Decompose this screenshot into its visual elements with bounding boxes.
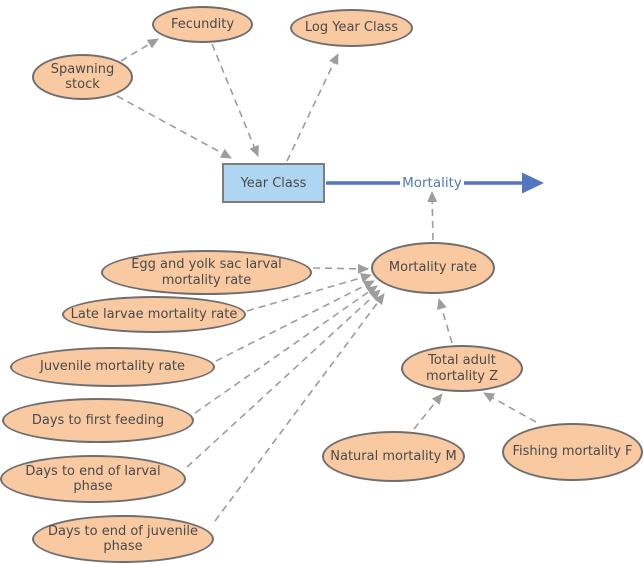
node-label: Days to end of juvenile phase — [47, 523, 199, 554]
node-days-to-end-larval[interactable]: Days to end of larval phase — [0, 455, 186, 503]
edge-spawning-stock-to-year-class[interactable] — [116, 95, 232, 159]
node-label: Fecundity — [170, 16, 235, 32]
node-label: Days to end of larval phase — [25, 463, 161, 494]
edge-egg-yolk-to-mortality-rate[interactable] — [312, 263, 369, 274]
edge-days-first-feeding-to-mortality-rate[interactable] — [194, 285, 378, 414]
node-total-adult-mortality[interactable]: Total adult mortality Z — [401, 345, 523, 392]
node-log-year-class[interactable]: Log Year Class — [290, 9, 413, 47]
node-label: Year Class — [240, 175, 307, 191]
flow-arrow-mortality[interactable] — [326, 172, 544, 194]
node-label: Egg and yolk sac larval mortality rate — [131, 257, 282, 288]
node-fecundity[interactable]: Fecundity — [152, 6, 253, 43]
edge-days-end-juvenile-to-mortality-rate[interactable] — [214, 293, 385, 522]
node-juvenile-mortality[interactable]: Juvenile mortality rate — [10, 347, 215, 387]
edge-fecundity-to-year-class[interactable] — [211, 43, 259, 157]
edge-days-end-larval-to-mortality-rate[interactable] — [186, 289, 381, 468]
node-label: Fishing mortality F — [512, 444, 633, 460]
node-spawning-stock[interactable]: Spawning stock — [32, 54, 133, 100]
node-egg-yolk-larval-mortality[interactable]: Egg and yolk sac larval mortality rate — [101, 250, 312, 295]
edge-juvenile-to-mortality-rate[interactable] — [215, 280, 375, 362]
node-label: Total adult mortality Z — [425, 353, 499, 384]
node-label: Days to first feeding — [31, 412, 165, 428]
node-year-class-stock[interactable]: Year Class — [222, 163, 325, 203]
node-late-larvae-mortality[interactable]: Late larvae mortality rate — [62, 296, 246, 333]
node-label: Spawning stock — [50, 61, 115, 92]
node-label: Natural mortality M — [330, 448, 457, 464]
flow-arrowhead-icon — [522, 172, 544, 194]
edge-total-adult-to-mortality-rate[interactable] — [437, 298, 453, 344]
node-label: Late larvae mortality rate — [70, 306, 238, 322]
node-label: Mortality rate — [388, 260, 478, 276]
edge-fishing-f-to-total-adult[interactable] — [483, 392, 537, 423]
edge-spawning-stock-to-fecundity[interactable] — [120, 38, 159, 62]
edge-late-larvae-to-mortality-rate[interactable] — [246, 272, 372, 312]
node-days-to-first-feeding[interactable]: Days to first feeding — [2, 398, 194, 443]
node-natural-mortality[interactable]: Natural mortality M — [322, 431, 465, 482]
node-fishing-mortality[interactable]: Fishing mortality F — [502, 423, 643, 481]
edge-mortality-rate-to-mortality-flow[interactable] — [427, 191, 438, 241]
node-label: Juvenile mortality rate — [40, 359, 185, 375]
node-days-to-end-juvenile[interactable]: Days to end of juvenile phase — [32, 515, 214, 563]
flow-label-mortality[interactable]: Mortality — [402, 175, 462, 191]
edge-year-class-to-log-year-class[interactable] — [286, 53, 339, 162]
node-label: Log Year Class — [304, 20, 399, 36]
node-mortality-rate[interactable]: Mortality rate — [371, 242, 495, 294]
edge-natural-m-to-total-adult[interactable] — [413, 393, 443, 430]
